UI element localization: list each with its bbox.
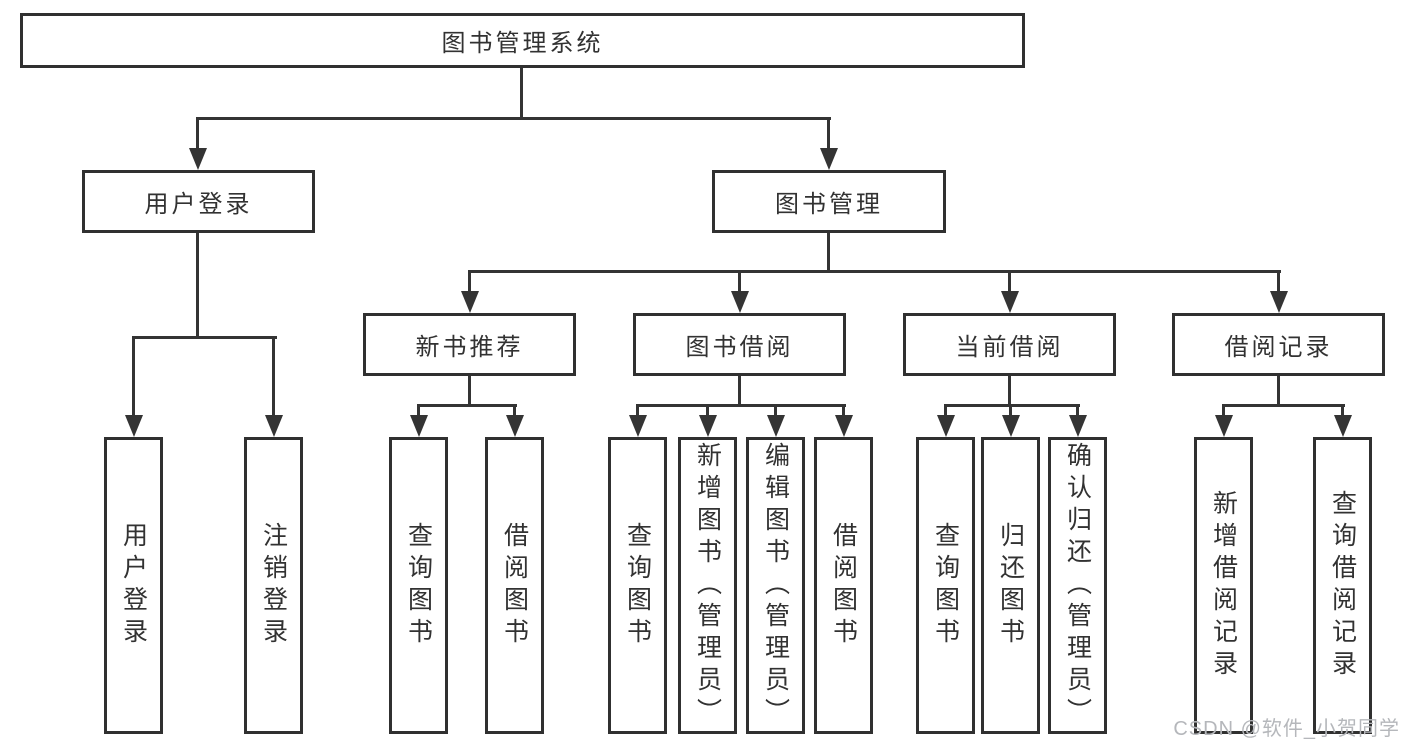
- connector-line: [1222, 404, 1345, 407]
- connector-line: [132, 336, 135, 417]
- node-borrow-records: 借阅记录: [1172, 313, 1385, 376]
- connector-line: [774, 404, 777, 417]
- arrowhead-icon: [767, 415, 785, 437]
- csdn-watermark: CSDN @软件_小贺同学: [1173, 718, 1400, 740]
- node-leaf-cb-confirm-return-admin: 确认归还（管理员）: [1048, 437, 1107, 734]
- node-user-login-group: 用户登录: [82, 170, 315, 233]
- connector-login-hline: [133, 336, 277, 339]
- arrowhead-icon: [1215, 415, 1233, 437]
- arrowhead-icon: [461, 291, 479, 313]
- node-leaf-br-query-record: 查询借阅记录: [1313, 437, 1372, 734]
- arrowhead-icon: [1001, 291, 1019, 313]
- arrowhead-icon: [629, 415, 647, 437]
- node-leaf-bb-edit-book-admin: 编辑图书（管理员）: [746, 437, 805, 734]
- arrowhead-icon: [125, 415, 143, 437]
- connector-line: [417, 404, 517, 407]
- arrowhead-icon: [189, 148, 207, 170]
- connector-line: [944, 404, 1080, 407]
- node-leaf-nb-query-book: 查询图书: [389, 437, 448, 734]
- connector-line: [738, 270, 741, 293]
- connector-mgmt-trunk: [827, 232, 830, 273]
- node-leaf-user-login: 用户登录: [104, 437, 163, 734]
- node-leaf-cb-return-book: 归还图书: [981, 437, 1040, 734]
- arrowhead-icon: [1069, 415, 1087, 437]
- connector-line: [636, 404, 639, 417]
- node-new-book-recommend: 新书推荐: [363, 313, 576, 376]
- connector-root-trunk: [520, 66, 523, 119]
- connector-line: [842, 404, 845, 417]
- arrowhead-icon: [699, 415, 717, 437]
- node-book-management: 图书管理: [712, 170, 946, 233]
- connector-line: [1008, 374, 1011, 407]
- arrowhead-icon: [1334, 415, 1352, 437]
- arrowhead-icon: [731, 291, 749, 313]
- arrowhead-icon: [1002, 415, 1020, 437]
- connector-line: [1277, 270, 1280, 293]
- connector-line: [706, 404, 709, 417]
- connector-login-trunk: [196, 232, 199, 339]
- node-leaf-bb-add-book-admin: 新增图书（管理员）: [678, 437, 737, 734]
- connector-line: [468, 270, 471, 293]
- arrowhead-icon: [835, 415, 853, 437]
- connector-line: [1076, 404, 1079, 417]
- node-current-borrow: 当前借阅: [903, 313, 1116, 376]
- node-leaf-logout: 注销登录: [244, 437, 303, 734]
- connector-line: [1341, 404, 1344, 417]
- connector-line: [944, 404, 947, 417]
- connector-line: [1277, 374, 1280, 407]
- node-leaf-br-add-record: 新增借阅记录: [1194, 437, 1253, 734]
- connector-mgmt-hline: [468, 270, 1281, 273]
- arrowhead-icon: [265, 415, 283, 437]
- connector-line: [196, 117, 199, 149]
- connector-line: [738, 374, 741, 407]
- connector-line: [1009, 404, 1012, 417]
- connector-line: [513, 404, 516, 417]
- connector-root-hline: [197, 117, 831, 120]
- node-leaf-bb-borrow-book: 借阅图书: [814, 437, 873, 734]
- arrowhead-icon: [1270, 291, 1288, 313]
- connector-line: [468, 374, 471, 407]
- connector-line: [636, 404, 846, 407]
- node-library-management-system: 图书管理系统: [20, 13, 1025, 68]
- node-leaf-bb-query-book: 查询图书: [608, 437, 667, 734]
- arrowhead-icon: [506, 415, 524, 437]
- node-leaf-nb-borrow-book: 借阅图书: [485, 437, 544, 734]
- node-book-borrow: 图书借阅: [633, 313, 846, 376]
- arrowhead-icon: [820, 148, 838, 170]
- arrowhead-icon: [410, 415, 428, 437]
- arrowhead-icon: [937, 415, 955, 437]
- connector-line: [1008, 270, 1011, 293]
- connector-line: [827, 117, 830, 149]
- node-leaf-cb-query-book: 查询图书: [916, 437, 975, 734]
- connector-line: [1222, 404, 1225, 417]
- connector-line: [272, 336, 275, 417]
- connector-line: [417, 404, 420, 417]
